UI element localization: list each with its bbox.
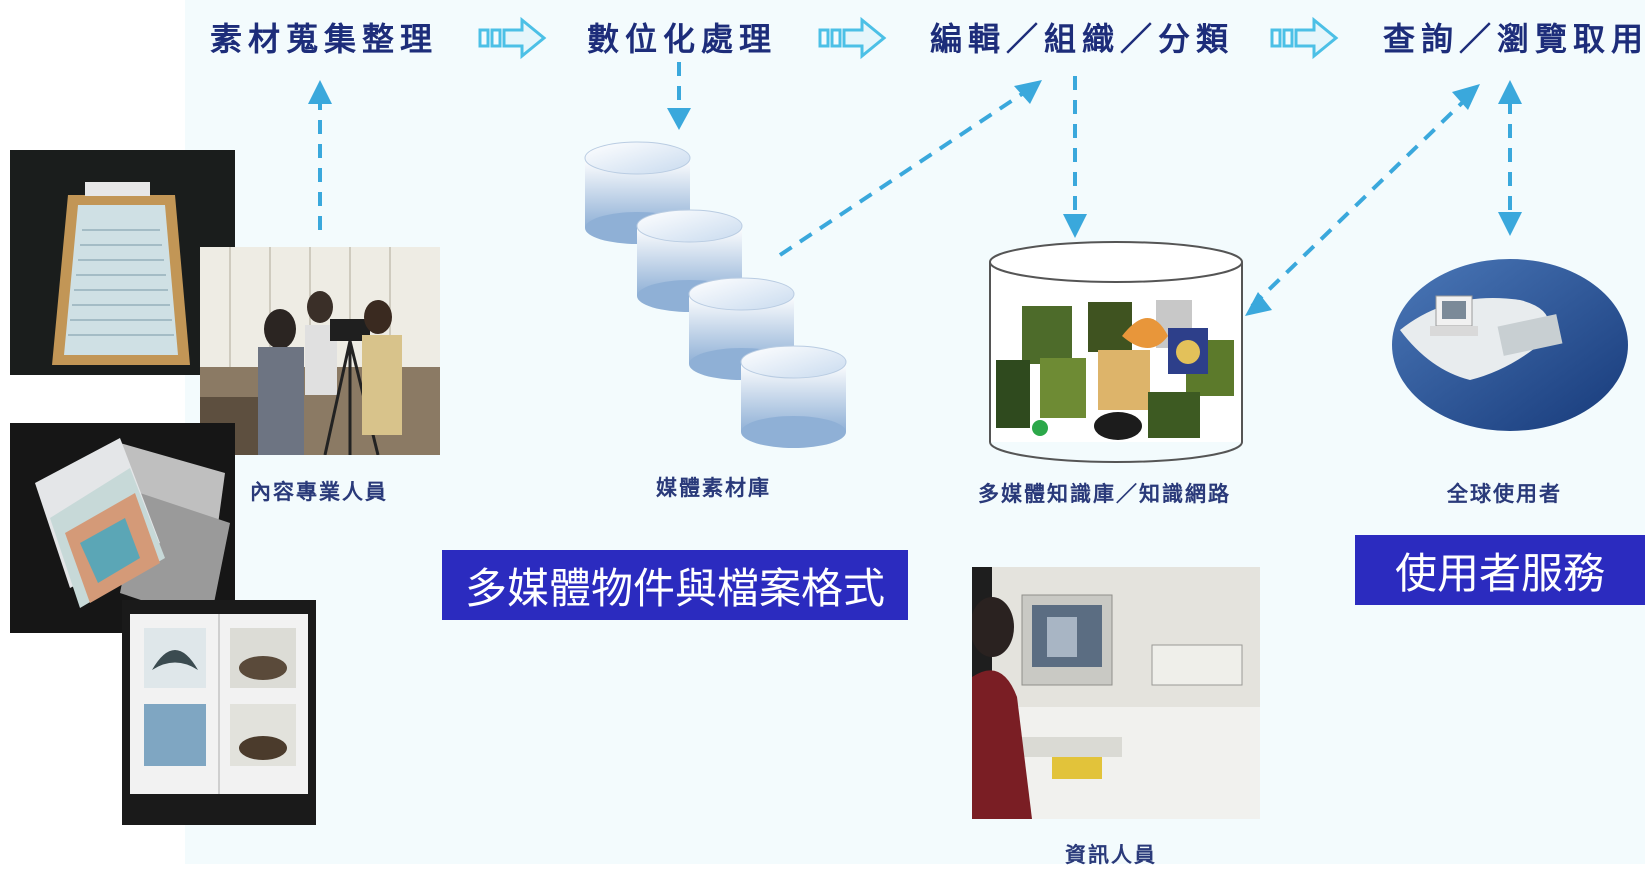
flow-arrow-icon xyxy=(1270,16,1339,60)
photo-content-staff xyxy=(200,247,440,456)
flow-arrow-icon xyxy=(478,16,547,60)
photo-artifacts-album xyxy=(122,600,316,825)
stage-access: 查詢／瀏覽取用 xyxy=(1383,20,1645,58)
flow-arrow-icon xyxy=(818,16,887,60)
connector-lines xyxy=(318,62,1512,308)
it-staff-workstation-image xyxy=(970,567,1260,819)
banner-user-services: 使用者服務 xyxy=(1355,535,1645,605)
stage-digitize: 數位化處理 xyxy=(587,20,778,58)
postcards-pile-image xyxy=(35,438,230,623)
global-users-globe-image xyxy=(1392,259,1628,431)
staff-with-camera-image xyxy=(200,247,440,456)
knowledge-base-cylinder-icon xyxy=(989,241,1243,463)
form-document-icon xyxy=(52,182,190,365)
arrowhead-icons xyxy=(308,80,1522,316)
banner-media-formats: 多媒體物件與檔案格式 xyxy=(442,550,908,620)
caption-global-users: 全球使用者 xyxy=(1447,482,1562,506)
artifact-album-image xyxy=(130,614,308,794)
photo-it-staff xyxy=(970,567,1260,819)
caption-media-repo: 媒體素材庫 xyxy=(656,476,771,500)
photo-archive-form xyxy=(10,150,235,375)
caption-content-staff: 內容專業人員 xyxy=(250,480,388,504)
photo-postcards xyxy=(10,423,235,633)
caption-knowledge-base: 多媒體知識庫／知識網路 xyxy=(978,482,1231,506)
caption-it-staff: 資訊人員 xyxy=(1065,843,1157,867)
database-stack-icon xyxy=(584,141,847,448)
stage-collect: 素材蒐集整理 xyxy=(210,20,439,58)
stage-organize: 編輯／組織／分類 xyxy=(930,20,1235,58)
